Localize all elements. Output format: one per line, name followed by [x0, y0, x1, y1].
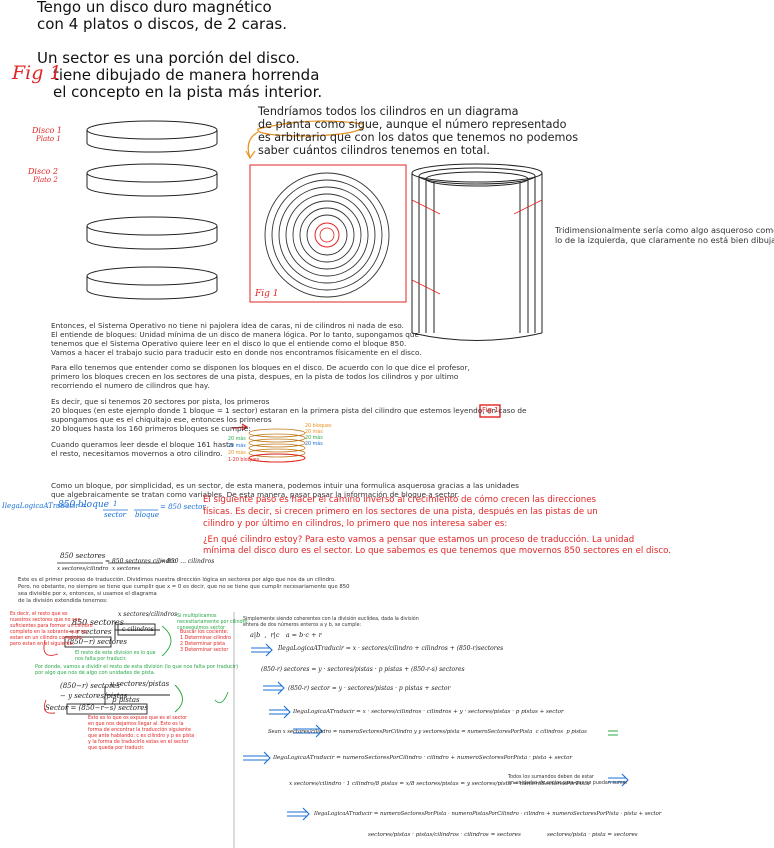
planta-line-2: de planta como sigue, aunque el número r…	[258, 118, 566, 131]
para1-line-3: tenemos que el Sistema Operativo quiere …	[51, 339, 406, 348]
formula1-value: 850 bloque	[58, 500, 109, 510]
formula1-frac2-den: bloque	[135, 511, 159, 519]
para3-fig-ref: Fig 1	[482, 406, 499, 414]
plate2-label: Plato 2	[33, 176, 58, 184]
div1-quotient: c cilindros	[122, 625, 154, 634]
red-para-line-5: mínima del disco duro es el sector. Lo q…	[203, 546, 671, 556]
div2-divisor: y sectores/pistas	[110, 680, 169, 689]
para3-line-6: el resto, necesitamos movernos a otro ci…	[51, 449, 222, 458]
para2-line-2: primero los bloques crecen en los sector…	[51, 372, 458, 381]
right-eq3: (850-r) sector = y · sectores/pistas · p…	[288, 684, 450, 693]
red-para-line-2: físicas. Es decir, si crecen primero en …	[203, 507, 598, 517]
right-eq4: IlegaLogicaATraducir = x · sectores/cili…	[293, 708, 564, 717]
right-eq1: IlegaLogicaATraducir = x · sectores/cili…	[278, 644, 503, 653]
para3-line-5: Cuando queramos leer desde el bloque 161…	[51, 440, 233, 449]
formula1-result: = 850 sector	[160, 503, 206, 511]
stack-label-6: 20 más	[228, 451, 246, 457]
planta-line-4: saber cuántos cilindros tenemos en total…	[258, 144, 490, 157]
div-note-red-bottom: Esto es lo que os expuse que es el secto…	[88, 716, 194, 752]
para3-line-3: supongamos que es el chiquitajo ese, ent…	[51, 415, 272, 424]
para5-line-1: Este es el primer proceso de traducción.…	[18, 577, 336, 584]
right-eq8: IlegaLogicaATraducir = numeroSectoresPor…	[314, 810, 661, 819]
stack-label-4: 20 más	[228, 437, 246, 443]
planta-highlight: de planta como sigue	[258, 118, 379, 131]
stack-label-7: 1-20 bloques	[228, 458, 259, 464]
para1-line-4: Vamos a hacer el trabajo sucio para trad…	[51, 348, 422, 357]
para4-line-1: Como un bloque, por simplicidad, es un s…	[51, 481, 519, 490]
tridim-line-2: lo de la izquierda, que claramente no es…	[555, 235, 774, 246]
para5-line-3: sea divisible por x, entonces, si usamos…	[18, 591, 157, 598]
plate1-label: Plato 1	[36, 135, 61, 143]
right-eq9a: sectores/pistas · pistas/cilindros · cil…	[368, 831, 521, 840]
formula2-bot2: x sectores	[112, 565, 140, 574]
stack-label-5: 20 más	[228, 444, 246, 450]
right-eq5: Sean x sectores/cilindro = numeroSectore…	[268, 728, 587, 737]
red-para-line-3: cilindro y por último en cilindros, lo p…	[203, 519, 507, 529]
disk2-label: Disco 2	[28, 167, 58, 176]
para3-line-2: 20 bloques (en este ejemplo donde 1 bloq…	[51, 406, 527, 415]
div-note-green-mid: El resto de este division es lo que nos …	[75, 651, 156, 663]
formula1-frac1-den: sector	[104, 511, 126, 519]
formula1-frac1-num: 1	[113, 500, 117, 508]
para2-line-1: Para ello tenemos que entender como se d…	[51, 363, 470, 372]
right-note2: Todos los sumandos deben de estar en uni…	[508, 775, 628, 787]
stack-label-3: 20 más	[305, 442, 323, 448]
right-note: Simplemente siendo coherentes con la div…	[243, 617, 419, 629]
right-eq6: IlegaLogicaATraducir = numeroSectoresPor…	[273, 754, 572, 763]
div2-rest: Sector = (850−r−s) sectores	[45, 704, 148, 713]
para3-line-4: 20 bloques hasta los 160 primeros bloque…	[51, 424, 251, 433]
red-para-line-1: El siguiente paso es hacer el camino inv…	[203, 495, 596, 505]
planta-line-3: es arbitrario que con los datos que tene…	[258, 131, 578, 144]
planta-line-2-rest: , aunque el número representado	[379, 118, 567, 131]
formula2-bot: x sectores/cilindro	[57, 565, 108, 574]
div-note-red-left: Es decir, el resto que es nuestros secto…	[10, 612, 93, 648]
right-eq0: a|b , r|c a = b·c + r	[250, 631, 322, 640]
para3-line-1: Es decir, que si tenemos 20 sectores por…	[51, 397, 269, 406]
formula2-res: = 850 ... cilindros	[160, 557, 214, 566]
fig1-plan-label: Fig 1	[255, 289, 278, 299]
div-note-red-right: Buscar los cociente: 1 Determinar cilind…	[180, 630, 231, 654]
div1-divisor: x sectores/cilindros	[118, 610, 177, 619]
para5-line-4: de la división extendida tenemos:	[18, 598, 108, 605]
right-eq2: (850-r) sectores = y · sectores/pistas ·…	[261, 665, 465, 674]
disk1-label: Disco 1	[32, 126, 62, 135]
red-para-line-4: ¿En qué cilindro estoy? Para esto vamos …	[203, 535, 634, 545]
div2-sub: − y sectores/pistas	[60, 692, 127, 701]
para1-line-2: El entiende de bloques: Unidad mínima de…	[51, 330, 419, 339]
para2-line-3: recorriendo el numero de cilindros que h…	[51, 381, 210, 390]
right-eq9b: sectores/pista · pista = sectores	[547, 831, 638, 840]
planta-line-1: Tendríamos todos los cilindros en un dia…	[258, 105, 519, 118]
para5-line-2: Pero, no obstante, no siempre se tiene q…	[18, 584, 350, 591]
para1-line-1: Entonces, el Sistema Operativo no tiene …	[51, 321, 404, 330]
formula2-top: 850 sectores	[60, 552, 105, 561]
div-note-para-green: Por donde, vamos a dividir el resto de e…	[35, 664, 238, 676]
